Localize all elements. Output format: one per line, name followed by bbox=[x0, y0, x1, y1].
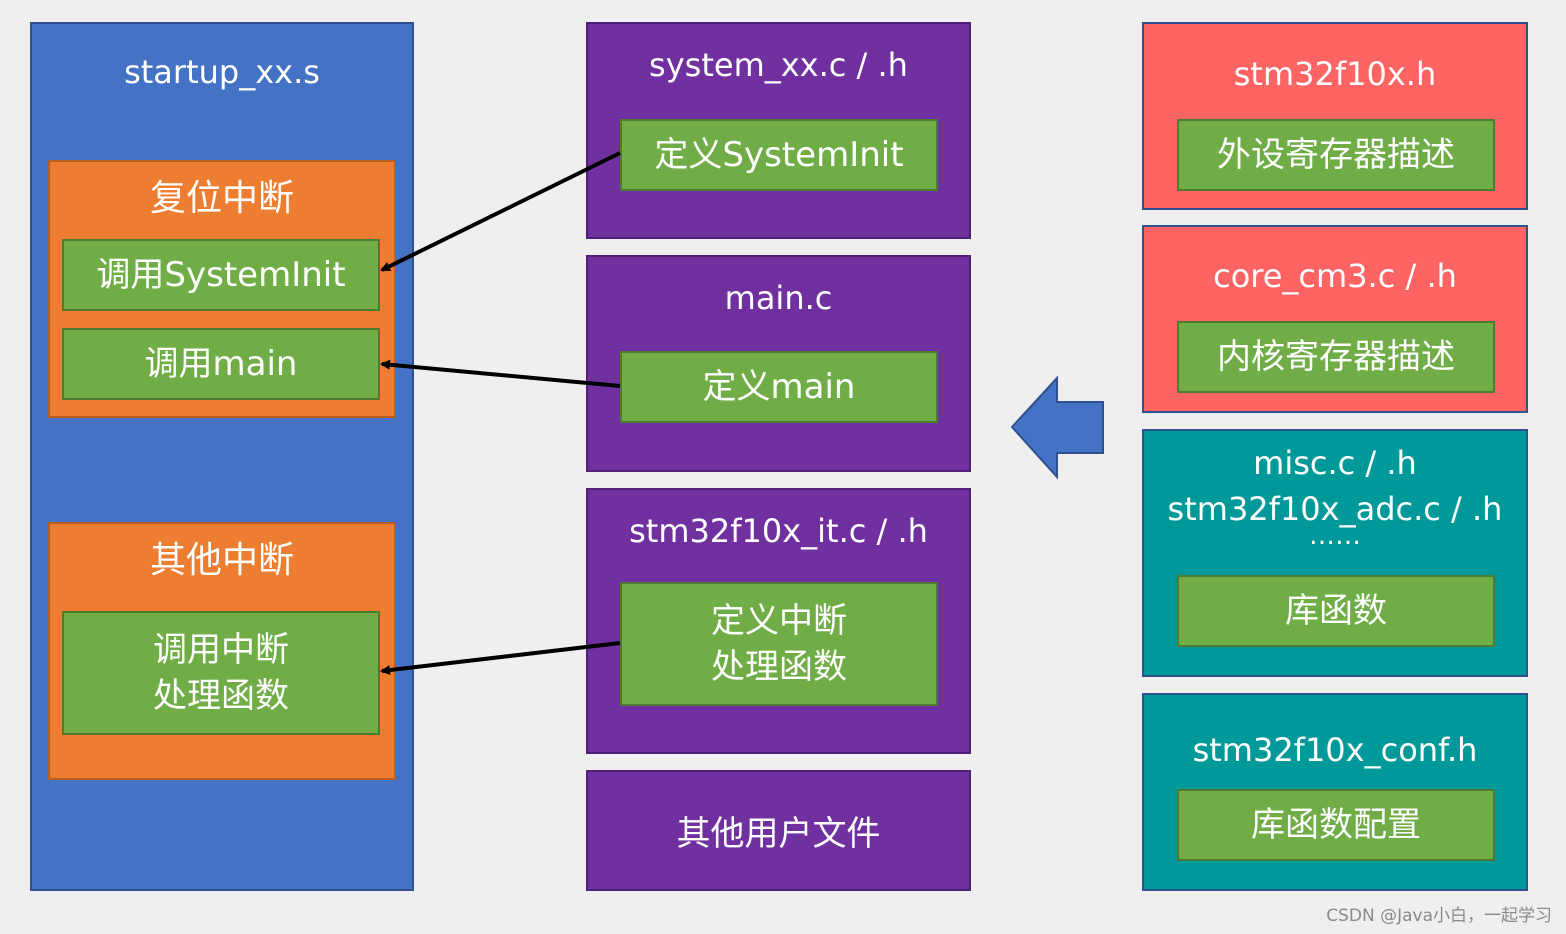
watermark-text: CSDN @Java小白，一起学习 bbox=[1326, 906, 1552, 926]
reset-interrupt-title: 复位中断 bbox=[149, 178, 294, 219]
call-handler-line1: 调用中断 bbox=[153, 630, 289, 670]
startup-file-title: startup_xx.s bbox=[124, 53, 320, 91]
reset-interrupt-box: 复位中断 调用SystemInit 调用main bbox=[48, 160, 396, 418]
library-file-line1: misc.c / .h bbox=[1253, 444, 1417, 482]
conf-file-title: stm32f10x_conf.h bbox=[1192, 731, 1478, 769]
define-systeminit-box: 定义SystemInit bbox=[620, 119, 938, 191]
system-file-box: system_xx.c / .h 定义SystemInit bbox=[586, 22, 971, 239]
other-interrupt-title: 其他中断 bbox=[149, 540, 294, 581]
it-file-title: stm32f10x_it.c / .h bbox=[629, 512, 928, 550]
main-file-title: main.c bbox=[724, 279, 833, 317]
call-handler-box: 调用中断 处理函数 bbox=[62, 611, 380, 735]
stm32-header-title: stm32f10x.h bbox=[1233, 55, 1437, 93]
define-handler-line1: 定义中断 bbox=[711, 601, 847, 641]
library-files-box: misc.c / .h stm32f10x_adc.c / .h …… 库函数 bbox=[1142, 429, 1528, 677]
core-cm3-box: core_cm3.c / .h 内核寄存器描述 bbox=[1142, 225, 1528, 413]
core-cm3-title: core_cm3.c / .h bbox=[1213, 257, 1457, 295]
library-file-line2: stm32f10x_adc.c / .h bbox=[1167, 490, 1503, 528]
main-arrow bbox=[380, 359, 621, 388]
user-files-label: 其他用户文件 bbox=[676, 814, 881, 854]
user-files-box: 其他用户文件 bbox=[586, 770, 971, 891]
other-interrupt-box: 其他中断 调用中断 处理函数 bbox=[48, 522, 396, 780]
define-main-box: 定义main bbox=[620, 351, 938, 423]
call-main-box: 调用main bbox=[62, 328, 380, 400]
system-file-title: system_xx.c / .h bbox=[649, 46, 908, 84]
left-block-arrow-icon bbox=[1010, 375, 1104, 480]
systeminit-arrow bbox=[380, 151, 621, 272]
conf-file-box: stm32f10x_conf.h 库函数配置 bbox=[1142, 693, 1528, 891]
startup-file-box: startup_xx.s 复位中断 调用SystemInit 调用main 其他… bbox=[30, 22, 414, 891]
it-file-box: stm32f10x_it.c / .h 定义中断 处理函数 bbox=[586, 488, 971, 754]
core-register-desc-box: 内核寄存器描述 bbox=[1177, 321, 1495, 393]
library-config-box: 库函数配置 bbox=[1177, 789, 1495, 861]
define-handler-line2: 处理函数 bbox=[711, 647, 847, 687]
library-functions-box: 库函数 bbox=[1177, 575, 1495, 647]
interrupt-handler-arrow bbox=[380, 641, 621, 676]
call-handler-line2: 处理函数 bbox=[153, 676, 289, 716]
define-handler-box: 定义中断 处理函数 bbox=[620, 582, 938, 706]
stm32-header-box: stm32f10x.h 外设寄存器描述 bbox=[1142, 22, 1528, 210]
peripheral-register-desc-box: 外设寄存器描述 bbox=[1177, 119, 1495, 191]
library-file-line3: …… bbox=[1309, 521, 1361, 551]
call-systeminit-box: 调用SystemInit bbox=[62, 239, 380, 311]
main-file-box: main.c 定义main bbox=[586, 255, 971, 472]
